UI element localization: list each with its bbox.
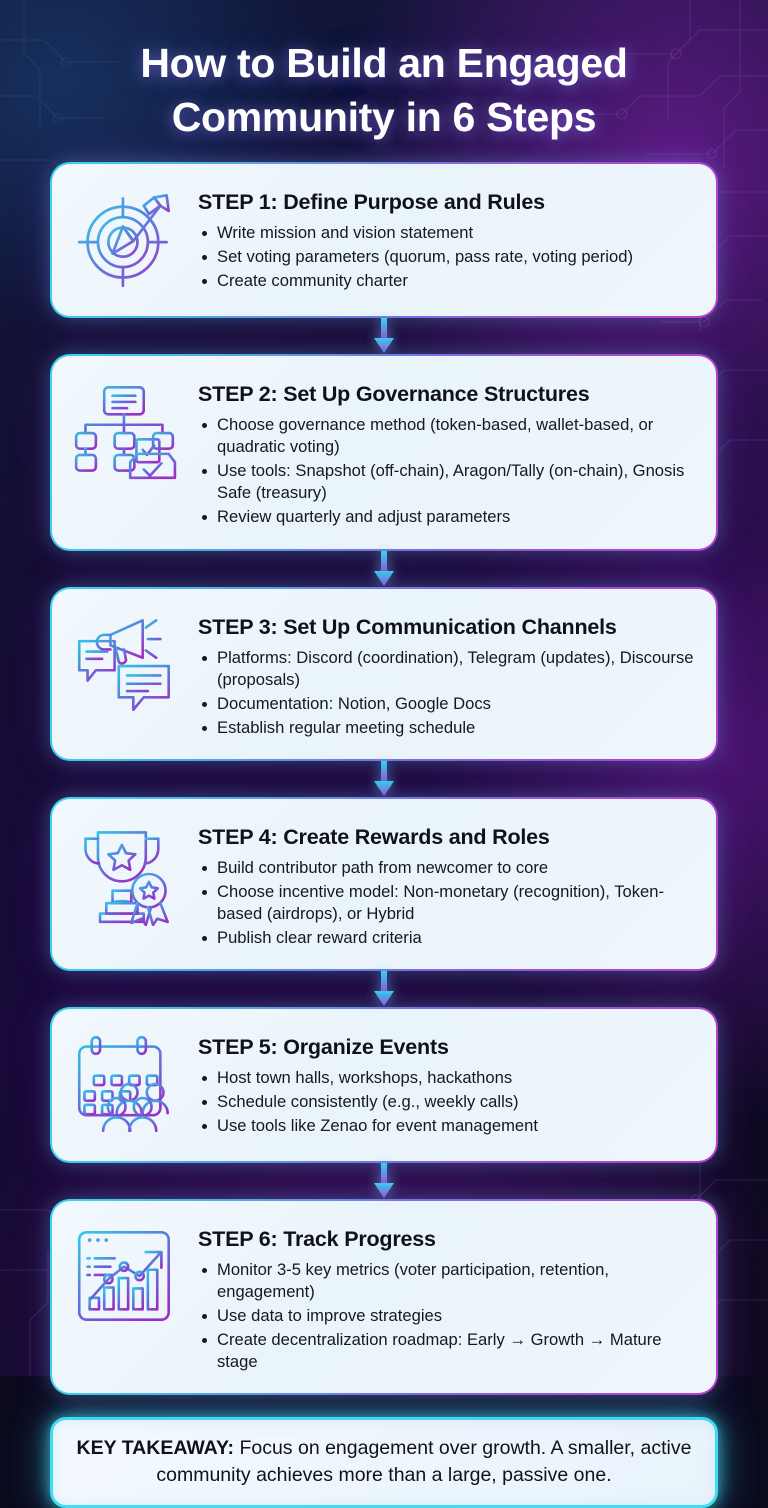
- step-card-1-wrapper: STEP 1: Define Purpose and Rules Write m…: [50, 162, 718, 319]
- step-card-5[interactable]: STEP 5: Organize Events Host town halls,…: [50, 1007, 718, 1164]
- trophy-award-icon: [66, 815, 184, 933]
- connector-arrow-3-to-4: [50, 760, 718, 797]
- key-takeaway-label: KEY TAKEAWAY:: [76, 1437, 235, 1460]
- step-title: STEP 6: Track Progress: [198, 1227, 436, 1252]
- step-bullet-list: Monitor 3-5 key metrics (voter participa…: [198, 1259, 696, 1373]
- step-title: STEP 5: Organize Events: [198, 1035, 449, 1060]
- target-arrow-icon: [66, 180, 184, 298]
- connector-arrow-4-to-5: [50, 971, 718, 1007]
- list-item: Publish clear reward criteria: [198, 927, 696, 949]
- step-title: STEP 2: Set Up Governance Structures: [198, 382, 590, 407]
- org-chart-ballot-icon: [66, 372, 184, 490]
- list-item: Establish regular meeting schedule: [198, 717, 696, 739]
- page-title-line-1: How to Build an Engaged: [140, 40, 628, 86]
- connector-arrow-1-to-2: [50, 318, 718, 354]
- page-title-line-2: Community in 6 Steps: [171, 94, 597, 141]
- key-takeaway-box: KEY TAKEAWAY: Focus on engagement over g…: [50, 1417, 718, 1508]
- list-item: Create community charter: [198, 270, 696, 292]
- list-item: Schedule consistently (e.g., weekly call…: [198, 1091, 696, 1113]
- key-takeaway-text: KEY TAKEAWAY: Focus on engagement over g…: [75, 1435, 693, 1488]
- step-card-2[interactable]: STEP 2: Set Up Governance Structures Cho…: [50, 354, 718, 551]
- step-bullet-list: Host town halls, workshops, hackathons S…: [198, 1067, 696, 1137]
- megaphone-chat-icon: [66, 605, 184, 723]
- connector-arrow-2-to-3: [50, 550, 718, 587]
- dashboard-chart-icon: [66, 1217, 184, 1335]
- list-item: Platforms: Discord (coordination), Teleg…: [198, 647, 696, 691]
- step-title: STEP 3: Set Up Communication Channels: [198, 614, 617, 639]
- step-card-4-wrapper: STEP 4: Create Rewards and Roles Build c…: [50, 796, 718, 972]
- list-item: Monitor 3-5 key metrics (voter participa…: [198, 1259, 696, 1303]
- step-card-6[interactable]: STEP 6: Track Progress Monitor 3-5 key m…: [50, 1199, 718, 1396]
- list-item: Use tools: Snapshot (off-chain), Aragon/…: [198, 460, 696, 504]
- step-bullet-list: Platforms: Discord (coordination), Teleg…: [198, 647, 696, 739]
- calendar-people-icon: [66, 1025, 184, 1143]
- step-card-5-wrapper: STEP 5: Organize Events Host town halls,…: [50, 1007, 718, 1164]
- list-item: Use data to improve strategies: [198, 1305, 696, 1327]
- step-card-3[interactable]: STEP 3: Set Up Communication Channels Pl…: [50, 586, 718, 761]
- list-item: Documentation: Notion, Google Docs: [198, 693, 696, 715]
- step-card-2-wrapper: STEP 2: Set Up Governance Structures Cho…: [50, 354, 718, 551]
- key-takeaway-body: Focus on engagement over growth. A small…: [156, 1437, 692, 1486]
- list-item: Create decentralization roadmap: Early →…: [198, 1329, 696, 1373]
- step-card-6-wrapper: STEP 6: Track Progress Monitor 3-5 key m…: [50, 1199, 718, 1396]
- step-card-3-wrapper: STEP 3: Set Up Communication Channels Pl…: [50, 586, 718, 761]
- list-item: Use tools like Zenao for event managemen…: [198, 1115, 696, 1137]
- step-card-4[interactable]: STEP 4: Create Rewards and Roles Build c…: [50, 796, 718, 972]
- list-item: Write mission and vision statement: [198, 222, 696, 244]
- list-item: Build contributor path from newcomer to …: [198, 857, 696, 879]
- step-title: STEP 4: Create Rewards and Roles: [198, 824, 550, 849]
- connector-arrow-5-to-6: [50, 1163, 718, 1199]
- step-bullet-list: Choose governance method (token-based, w…: [198, 414, 696, 528]
- step-title: STEP 1: Define Purpose and Rules: [198, 190, 545, 215]
- list-item: Set voting parameters (quorum, pass rate…: [198, 246, 696, 268]
- step-bullet-list: Build contributor path from newcomer to …: [198, 857, 696, 949]
- list-item: Choose incentive model: Non-monetary (re…: [198, 881, 696, 925]
- step-bullet-list: Write mission and vision statement Set v…: [198, 222, 696, 292]
- list-item: Review quarterly and adjust parameters: [198, 506, 696, 528]
- list-item: Choose governance method (token-based, w…: [198, 414, 696, 458]
- key-takeaway-wrapper: KEY TAKEAWAY: Focus on engagement over g…: [50, 1417, 718, 1508]
- step-card-1[interactable]: STEP 1: Define Purpose and Rules Write m…: [50, 162, 718, 319]
- list-item: Host town halls, workshops, hackathons: [198, 1067, 696, 1089]
- page-title: How to Build an Engaged Community in 6 S…: [50, 0, 718, 144]
